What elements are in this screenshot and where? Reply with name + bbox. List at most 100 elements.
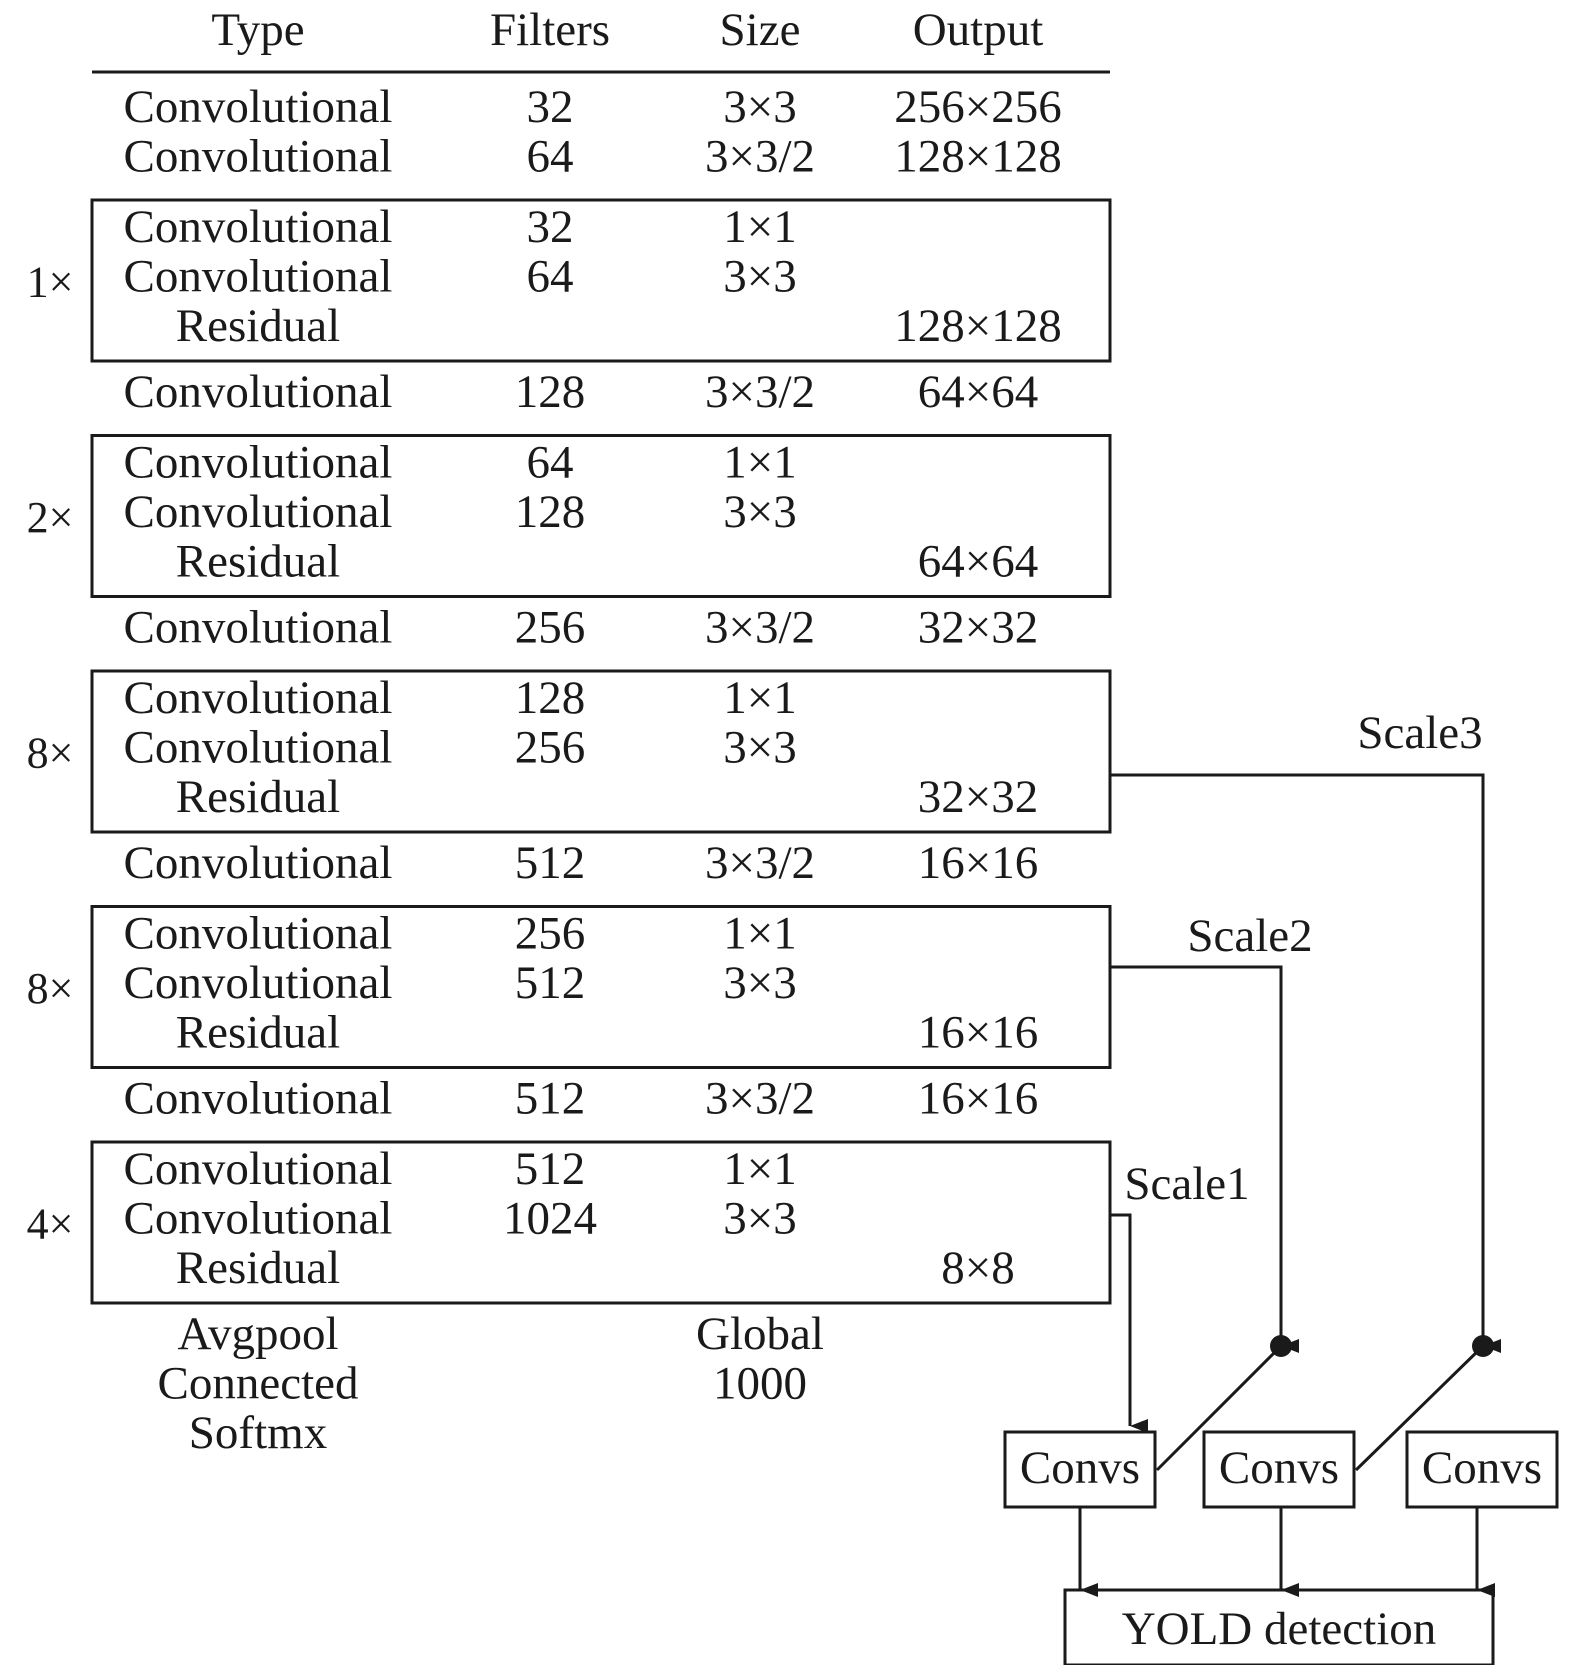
cell-type: Convolutional xyxy=(124,81,393,133)
residual-block-box xyxy=(90,669,1112,834)
cell-size: 3×3/2 xyxy=(705,602,815,654)
cell-type: Residual xyxy=(176,1242,340,1294)
cell-type: Convolutional xyxy=(124,1143,393,1195)
convs-label-1: Convs xyxy=(1020,1442,1140,1494)
cell-type: Convolutional xyxy=(124,1073,393,1125)
cell-type: Convolutional xyxy=(124,672,393,724)
scale1-line xyxy=(1110,1213,1148,1433)
header-type: Type xyxy=(211,4,304,56)
cell-type: Convolutional xyxy=(124,486,393,538)
cell-filters: 128 xyxy=(515,672,586,724)
cell-size: 3×3/2 xyxy=(705,837,815,889)
cell-size: 1×1 xyxy=(723,908,797,960)
detection-box xyxy=(1063,1588,1495,1665)
cell-filters: 128 xyxy=(515,366,586,418)
cell-type: Convolutional xyxy=(124,366,393,418)
upsample-line-2 xyxy=(1354,1344,1485,1472)
cell-filters: 64 xyxy=(527,251,574,303)
cell-size: 3×3/2 xyxy=(705,131,815,183)
cell-type: Convolutional xyxy=(124,1193,393,1245)
cell-size: 1×1 xyxy=(723,1143,797,1195)
scale3-line xyxy=(1110,773,1501,1353)
convs-box-3 xyxy=(1405,1430,1559,1509)
cell-filters: 64 xyxy=(527,131,574,183)
layer-group: Convolutional 512 3×3/2 16×16 xyxy=(124,837,1039,889)
cell-type: Convolutional xyxy=(124,251,393,303)
cell-type: Convolutional xyxy=(124,437,393,489)
residual-block-box xyxy=(90,1140,1112,1305)
cell-filters: 512 xyxy=(515,837,586,889)
cell-output: 8×8 xyxy=(941,1242,1015,1294)
cell-output: 64×64 xyxy=(918,536,1039,588)
cell-output: 128×128 xyxy=(894,300,1062,352)
cell-size: 1×1 xyxy=(723,201,797,253)
scale-branches: Scale3 Scale2 Scale1 xyxy=(1110,707,1501,1472)
detection: YOLD detection xyxy=(1063,1588,1495,1665)
cell-filters: 256 xyxy=(515,908,586,960)
cell-size: 3×3 xyxy=(723,486,797,538)
detection-label: YOLD detection xyxy=(1122,1603,1437,1655)
cell-type: Convolutional xyxy=(124,908,393,960)
cell-type: Connected xyxy=(158,1358,359,1410)
cell-filters: 256 xyxy=(515,602,586,654)
cell-output: 16×16 xyxy=(918,1007,1039,1059)
cell-type: Residual xyxy=(176,300,340,352)
scale1-label: Scale1 xyxy=(1124,1158,1249,1210)
repeat-multiplier: 2× xyxy=(27,493,74,542)
table-header: Type Filters Size Output xyxy=(92,4,1110,74)
cell-size: 3×3 xyxy=(723,81,797,133)
cell-type: Residual xyxy=(176,1007,340,1059)
cell-filters: 512 xyxy=(515,1143,586,1195)
scale2-label: Scale2 xyxy=(1187,910,1312,962)
scale3-label: Scale3 xyxy=(1357,707,1482,759)
repeat-multiplier: 8× xyxy=(27,729,74,778)
cell-type: Softmx xyxy=(189,1407,327,1459)
cell-type: Avgpool xyxy=(177,1308,338,1360)
cell-size: 1×1 xyxy=(723,672,797,724)
cell-type: Convolutional xyxy=(124,957,393,1009)
convs-label-3: Convs xyxy=(1422,1442,1542,1494)
convs-box-2 xyxy=(1202,1430,1356,1509)
cell-type: Convolutional xyxy=(124,837,393,889)
cell-type: Convolutional xyxy=(124,722,393,774)
cell-output: 32×32 xyxy=(918,602,1039,654)
header-size: Size xyxy=(720,4,801,56)
cell-output: 32×32 xyxy=(918,771,1039,823)
cell-size: 3×3 xyxy=(723,722,797,774)
cell-filters: 32 xyxy=(527,201,574,253)
header-output: Output xyxy=(913,4,1044,56)
cell-filters: 128 xyxy=(515,486,586,538)
residual-block-box xyxy=(90,434,1112,598)
scale2-line xyxy=(1110,965,1299,1353)
cell-size: 3×3 xyxy=(723,1193,797,1245)
cell-type: Residual xyxy=(176,771,340,823)
cell-size: Global xyxy=(696,1308,824,1360)
cell-type: Convolutional xyxy=(124,131,393,183)
cell-size: 3×3/2 xyxy=(705,1073,815,1125)
cell-size: 1000 xyxy=(713,1358,807,1410)
convs-label-2: Convs xyxy=(1219,1442,1339,1494)
convs-boxes: Convs Convs Convs xyxy=(1003,1430,1559,1509)
cell-type: Residual xyxy=(176,536,340,588)
cell-output: 64×64 xyxy=(918,366,1039,418)
cell-filters: 512 xyxy=(515,1073,586,1125)
cell-filters: 256 xyxy=(515,722,586,774)
cell-filters: 64 xyxy=(527,437,574,489)
cell-output: 256×256 xyxy=(894,81,1062,133)
cell-type: Convolutional xyxy=(124,201,393,253)
cell-filters: 1024 xyxy=(503,1193,597,1245)
cell-size: 3×3/2 xyxy=(705,366,815,418)
repeat-multiplier: 8× xyxy=(27,964,74,1013)
detection-arrows xyxy=(1078,1507,1495,1597)
upsample-line-1 xyxy=(1155,1344,1283,1472)
cell-output: 16×16 xyxy=(918,837,1039,889)
